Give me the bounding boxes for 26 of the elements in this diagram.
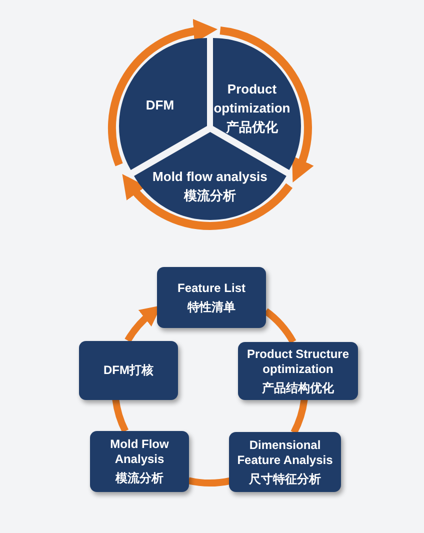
box-label: Dimensional Feature Analysis [236,438,334,468]
process-box [79,341,178,400]
process-box [238,342,358,400]
arrow [122,174,292,230]
box-label: 特性清单 [188,300,236,314]
segment-label: Mold flow analysis模流分析 [152,168,268,205]
process-box [90,431,189,492]
box-label: 尺寸特征分析 [249,472,321,486]
arrow [108,20,218,166]
ring-arc [112,399,129,433]
pie-segment [134,132,286,220]
process-box [229,432,341,492]
process-box [157,267,266,328]
box-label: 模流分析 [116,471,164,486]
box-label: Product Structure optimization [246,346,350,376]
ring-arc [188,477,230,486]
segment-label: Product optimization 产品优化 [212,80,292,136]
box-label: 产品结构优化 [262,380,334,396]
box-label: DFM打核 [104,363,154,378]
ring-arc [290,399,308,434]
box-label: Mold Flow Analysis [109,437,170,467]
arrow [220,26,314,183]
ring-arc [264,308,296,344]
pie-segment [118,38,207,170]
segment-label: DFM [146,96,174,114]
box-label: Feature List [177,280,246,296]
